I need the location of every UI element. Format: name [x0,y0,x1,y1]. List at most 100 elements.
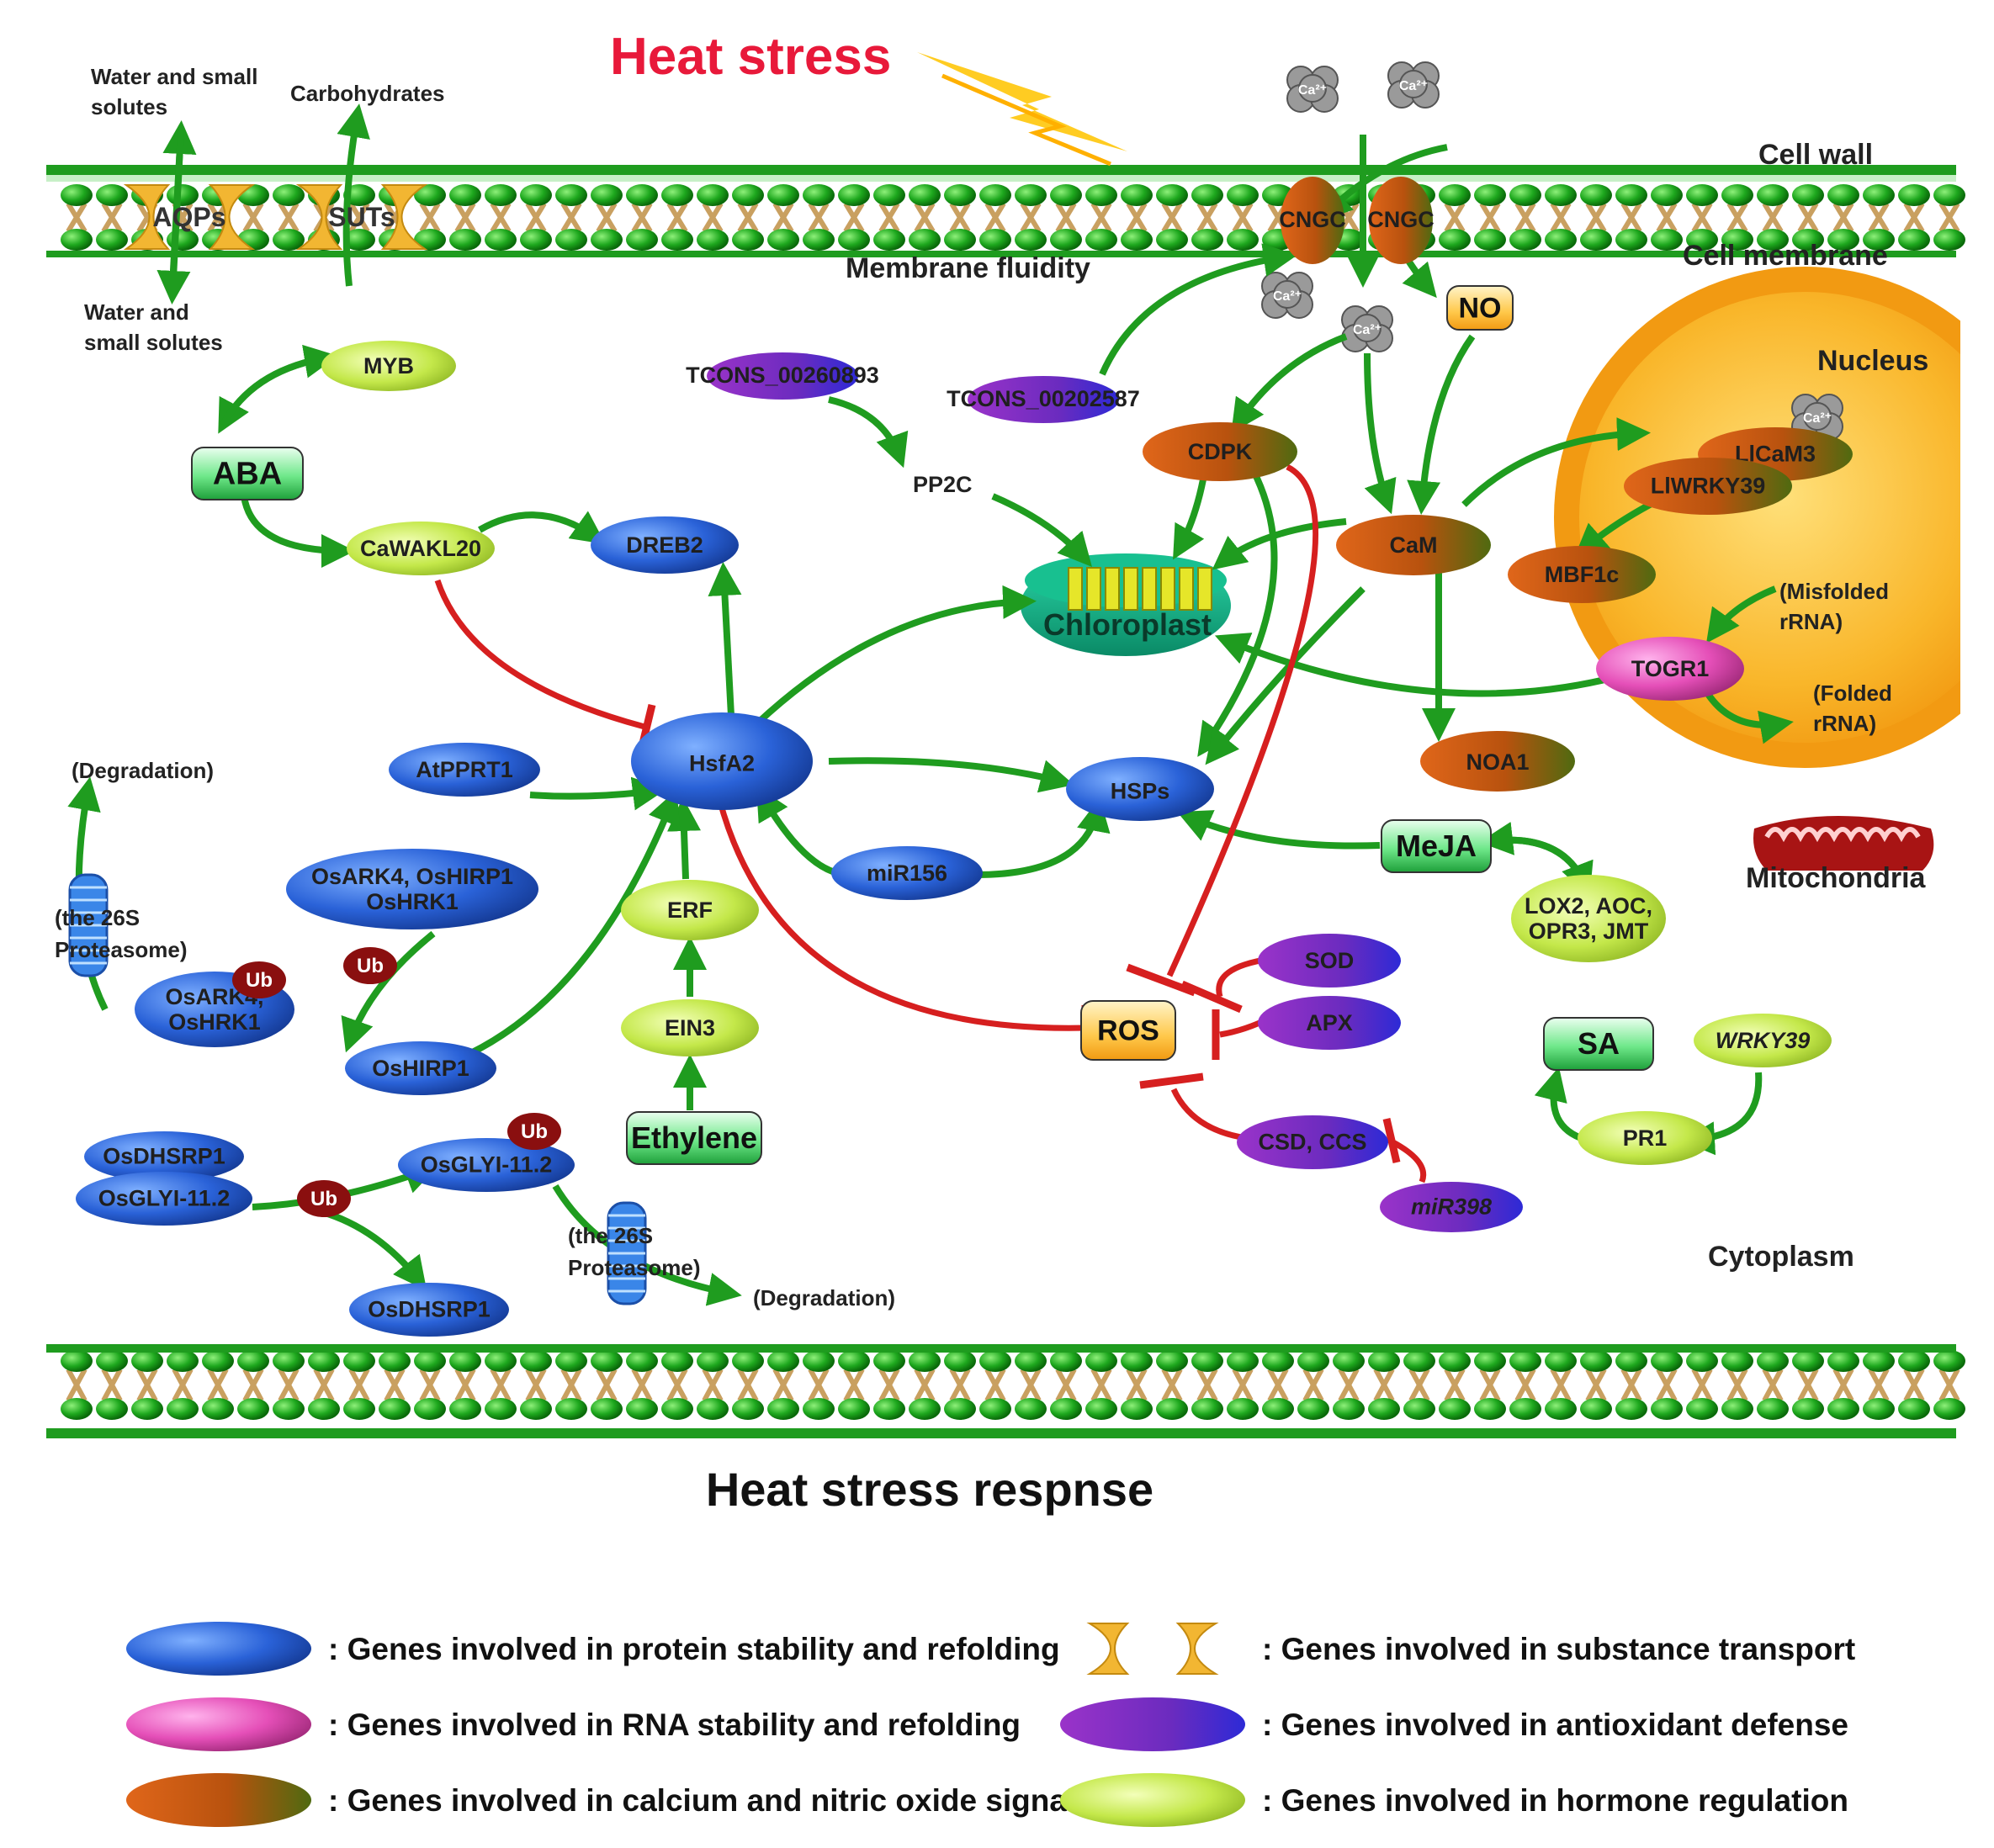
cngc-channel-2: CNGC [1367,177,1435,264]
noa1-node-label: NOA1 [1466,749,1529,775]
mbf1c-node-label: MBF1c [1545,562,1620,587]
membrane-bottom-bead [414,1398,446,1420]
membrane-bottom-bead [1509,1350,1541,1372]
pp2c-to-chloroplast-arrow [991,493,1092,567]
membrane-top-bead [838,229,870,251]
togr1-node: TOGR1 [1596,637,1744,701]
membrane-top-bead [909,229,941,251]
legend-label: : Genes involved in antioxidant defense [1262,1708,1848,1742]
membrane-top-bead [1863,229,1895,251]
water-in-arrow [156,130,191,304]
cawakl20-node-label: CaWAKL20 [360,536,481,561]
membrane-bottom-bead [1933,1398,1965,1420]
liwrky39-node-label: LlWRKY39 [1651,473,1766,498]
legend: : Genes involved in protein stability an… [126,1622,1855,1827]
hsfa2-to-hsps-arrow [828,757,1074,793]
membrane-bottom-bead [1297,1350,1329,1372]
aba-to-myb-arrow [220,344,338,426]
membrane-bottom-bead [1439,1398,1471,1420]
membrane-bottom-bead [732,1398,764,1420]
membrane-top-bead [1474,229,1506,251]
aqp-transporter-label: AQPs [152,202,225,232]
osglyi-node-b-label: OsGLYI-11.2 [421,1152,553,1177]
membrane-bottom-bead [1509,1398,1541,1420]
membrane-bottom-bead [343,1350,375,1372]
diagram-title: Heat stress [610,28,891,86]
osark4-oshirp1-oshrk1-node-label: OsARK4, OsHIRP1 [311,864,513,889]
membrane-top-bead [591,184,623,206]
membrane-top-bead [626,229,658,251]
membrane-top-bead [96,184,128,206]
cam-to-hsps-arrow [1205,586,1366,765]
hsfa2-node: HsfA2 [631,712,813,810]
cam-node-label: CaM [1389,532,1437,558]
membrane-top-bead [520,184,552,206]
membrane-top-bead [626,184,658,206]
membrane-top-bead [61,184,93,206]
no-node-label: NO [1459,292,1502,324]
membrane-top-bead [1050,229,1082,251]
membrane-bottom-bead [131,1350,163,1372]
membrane-bottom-bead [697,1398,729,1420]
membrane-bottom-bead [767,1398,799,1420]
membrane-top-bead [1121,229,1153,251]
calcium-ion-label: Ca²⁺ [1273,289,1302,304]
tcons2-to-ca-arrow [1099,243,1297,376]
membrane-top-bead [1545,229,1577,251]
misfolded-to-togr1-arrow [1706,585,1777,643]
mir398-inhibits-csd-bar [1382,1117,1401,1164]
membrane-top-bead [838,184,870,206]
dreb2-node: DREB2 [591,516,739,574]
membrane-bottom-bead [308,1350,340,1372]
osark4-oshirp1-oshrk1-node-label: OsHRK1 [366,889,459,914]
legend-item: : Genes involved in calcium and nitric o… [126,1773,1075,1827]
cdpk-node-label: CDPK [1188,439,1253,464]
membrane-bottom-bead [449,1350,481,1372]
osglyi-node-b: OsGLYI-11.2 [398,1138,575,1192]
membrane-bottom-bead [1933,1350,1965,1372]
membrane-bottom-bead [979,1350,1011,1372]
legend-label: : Genes involved in calcium and nitric o… [328,1783,1075,1818]
hsfa2-to-dreb2-arrow [708,562,742,733]
membrane-bottom-bead [167,1350,199,1372]
noa1-node: NOA1 [1420,731,1575,792]
atpprt1-to-hsfa2-arrow [529,776,666,811]
membrane-bottom-bead [803,1398,835,1420]
myb-node-label: MYB [363,353,414,379]
membrane-top-bead [1227,229,1259,251]
membrane-top-bead [1156,184,1188,206]
membrane-bottom-bead [944,1350,976,1372]
membrane-top-bead [944,184,976,206]
cawakl20-to-dreb2-arrow [478,511,606,544]
ca-to-cam-arrow [1364,352,1397,515]
no-to-cam-arrow [1407,334,1476,515]
proteasome-icon [68,873,109,977]
ein3-node: EIN3 [621,999,759,1056]
membrane-bottom-bead [1191,1398,1223,1420]
membrane-top-bead [1898,184,1930,206]
membrane-bottom-bead [1651,1398,1683,1420]
misfolded-rrna-label: (Misfolded [1779,579,1889,604]
cytoplasm-label: Cytoplasm [1708,1241,1854,1273]
membrane-bottom-bead [273,1398,305,1420]
atpprt1-node-label: AtPPRT1 [416,757,513,782]
cell-membrane-label: Cell membrane [1683,240,1888,272]
tcons1-node-label: TCONS_00260893 [686,363,879,388]
wrky39-node: WRKY39 [1694,1014,1832,1067]
membrane-bottom-bead [379,1398,411,1420]
proteasome-label-1: Proteasome) [55,937,188,962]
membrane-bottom-bead [1686,1398,1718,1420]
csd-ccs-node-label: CSD, CCS [1258,1129,1366,1154]
membrane-bottom-bead [520,1398,552,1420]
membrane-bottom-bead [1474,1398,1506,1420]
membrane-bottom-bead [1898,1350,1930,1372]
legend-item: : Genes involved in RNA stability and re… [126,1697,1021,1751]
atpprt1-node: AtPPRT1 [389,743,540,797]
ubiquitin-tag-label: Ub [246,969,273,992]
membrane-bottom-bead [1368,1398,1400,1420]
proteasome-label-2: (the 26S [568,1223,653,1248]
membrane-top-bead [1509,229,1541,251]
legend-swatch [1060,1697,1245,1751]
membrane-top-bead [1651,184,1683,206]
